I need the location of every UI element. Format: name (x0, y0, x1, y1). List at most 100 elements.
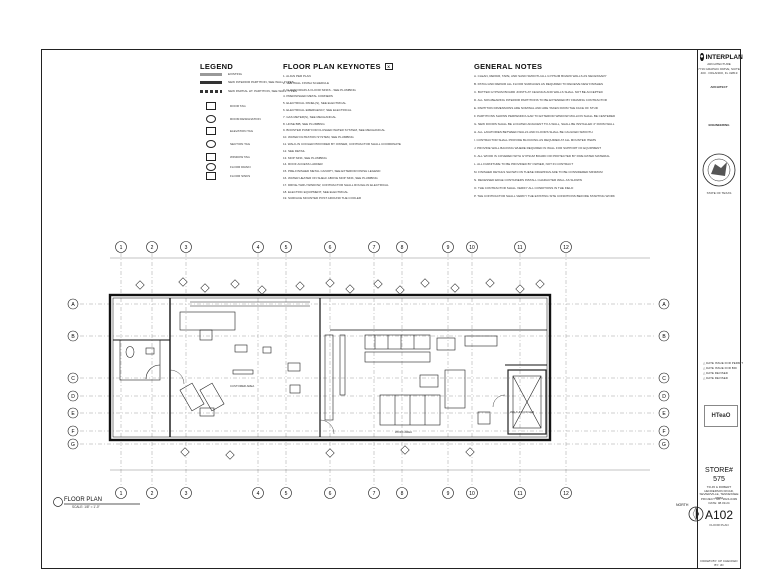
door-tags (135, 277, 545, 460)
grid-column-bubble: 10 (466, 487, 478, 499)
svg-text:G: G (662, 442, 666, 448)
grid-row-bubble: C (67, 372, 79, 384)
floor-sink-icon (206, 172, 216, 180)
svg-text:C: C (71, 376, 75, 382)
firm-address: 7719 GRAPHIC DRIVE, SUITE 400 · ORLANDO,… (698, 67, 740, 75)
general-note-item: O. THE CONTRACTOR SHALL VERIFY ALL CONDI… (474, 186, 574, 190)
grid-column-bubble: 12 (560, 487, 572, 499)
restroom (119, 339, 161, 381)
legend-item-label: ROOM DESIGNATION (230, 117, 261, 121)
general-notes-title: GENERAL NOTES (474, 62, 543, 71)
project-number: PROJECT NO.: 2024-0499 (700, 497, 738, 501)
legend-item: ELEVATION TAG (200, 127, 253, 135)
floor-drain-icon (206, 163, 216, 171)
svg-text:12: 12 (563, 245, 569, 251)
title-block (697, 49, 741, 569)
sheet-footer: DRAWN BY: CP CHECKED BY: JD (700, 559, 738, 567)
general-note-item: I. CONTRACTOR SHALL PROVIDE BLOCKING AS … (474, 138, 596, 142)
keynote-item: 4. PREFINISHED METAL CORNERS (283, 94, 333, 99)
revision-item: △ DATE ISSUE FOR BID (703, 366, 737, 370)
keynote-item: 14. ROOF ACCESS LADDER (283, 162, 323, 167)
new-partition-icon (200, 80, 222, 84)
grid-column-bubble: 2 (146, 487, 158, 499)
store-number: 575 (713, 476, 725, 483)
legend-item: EXISTING (200, 72, 242, 76)
keynote-tag-icon (535, 279, 545, 289)
kitchen-equipment (324, 334, 498, 426)
dimension-strings (110, 257, 650, 471)
legend-title: LEGEND (200, 62, 234, 71)
grid-column-bubble: 4 (252, 487, 264, 499)
keynote-tag-icon (325, 448, 335, 458)
legend-item-label: SECTION TAG (230, 142, 251, 146)
store-label: STORE# (705, 467, 733, 474)
grid-rows (80, 303, 655, 445)
north-label: NORTH (676, 503, 689, 507)
keynote-tag-icon (230, 279, 240, 289)
legend-item-label: DOOR TAG (230, 104, 246, 108)
general-note-item: H. ALL LAVATORIES BETWEEN WALLS AND FLOO… (474, 130, 593, 134)
legend-item: FLOOR DRAIN (200, 163, 251, 171)
existing-wall-icon (200, 72, 222, 76)
svg-text:9: 9 (447, 491, 450, 497)
grid-row-bubble: D (67, 390, 79, 402)
legend-item: WINDOW TAG (200, 153, 250, 161)
room-label: CUSTOMER AREA (230, 384, 255, 388)
svg-text:3: 3 (185, 491, 188, 497)
room-label: WALK-IN COOLER (510, 410, 535, 414)
svg-text:A: A (71, 302, 75, 308)
firm-logo-icon: ● (700, 53, 704, 61)
svg-text:5: 5 (285, 491, 288, 497)
keynote-item: 5. ELECTRICAL PANEL(S), SEE ELECTRICAL (283, 101, 347, 106)
grid-row-bubble: A (67, 298, 79, 310)
grid-column-bubble: 2 (146, 241, 158, 253)
svg-text:1: 1 (120, 491, 123, 497)
keynote-item: 1. ALIGN PER PLAN (283, 74, 311, 78)
grid-column-bubble: 5 (280, 241, 292, 253)
legend-item: SECTION TAG (200, 140, 250, 148)
svg-text:5: 5 (285, 245, 288, 251)
room-tag-icon (206, 115, 216, 123)
grid-row-bubble: E (658, 407, 670, 419)
svg-text:6: 6 (329, 491, 332, 497)
svg-text:2: 2 (151, 491, 154, 497)
keynote-item: 3. FLOOR DRAIN & FLOOR SINKS - SEE PLUMB… (283, 87, 356, 92)
plan-title-bubble (53, 497, 140, 507)
legend-item: FLOOR SINKS (200, 172, 250, 180)
keynotes-title: FLOOR PLAN KEYNOTES (283, 62, 381, 71)
grid-row-bubble: B (67, 330, 79, 342)
svg-text:B: B (662, 334, 666, 340)
elevation-tag-icon (206, 127, 216, 135)
legend-item-label: FLOOR SINKS (230, 174, 251, 178)
general-note-item: D. ALL NON-BEARING INTERIOR PARTITIONS T… (474, 98, 607, 102)
svg-text:11: 11 (517, 245, 522, 251)
keynote-tag-icon (373, 279, 383, 289)
general-note-item: F. PARTITIONS SHOWN PERPENDICULAR TO EXT… (474, 114, 616, 118)
general-note-item: M. FINISHED DETAILS SHOWN ON THESE DRAWI… (474, 170, 603, 174)
grid-column-bubble: 1 (115, 487, 127, 499)
svg-text:E: E (71, 411, 75, 417)
svg-text:B: B (71, 334, 75, 340)
keynote-item: 12. SEE DETAIL (283, 148, 306, 153)
grid-column-bubble: 11 (514, 241, 526, 253)
legend-item: DOOR TAG (200, 102, 246, 110)
keynote-tag-icon (178, 277, 188, 287)
engineering-label: ENGINEERING (708, 123, 730, 127)
grid-column-bubble: 7 (368, 241, 380, 253)
grid-row-bubble: E (67, 407, 79, 419)
keynote-item: 17. DRIVE-THRU WINDOW, CONTRACTOR SHALL … (283, 182, 389, 187)
grid-column-bubble: 8 (396, 487, 408, 499)
legend-item-label: NEW INTERIOR PARTITION, SEE WALL TYPES (228, 80, 294, 84)
keynote-item: 16. WATER HEATER ON SHELF ABOVE MOP SINK… (283, 176, 378, 180)
svg-text:4: 4 (257, 245, 260, 251)
grid-row-bubble: A (658, 298, 670, 310)
keynote-tag-icon (180, 447, 190, 457)
svg-text:D: D (71, 394, 75, 400)
grid-row-bubble: B (658, 330, 670, 342)
keynote-tag-icon (485, 278, 495, 288)
keynote-tag-icon (345, 284, 355, 294)
revision-item: △ DATE REVISED (703, 376, 728, 380)
legend-item: NEW INTERIOR PARTITION, SEE WALL TYPES (200, 80, 294, 84)
keynote-tag-icon (465, 447, 475, 457)
keynote-tag-icon (225, 450, 235, 460)
